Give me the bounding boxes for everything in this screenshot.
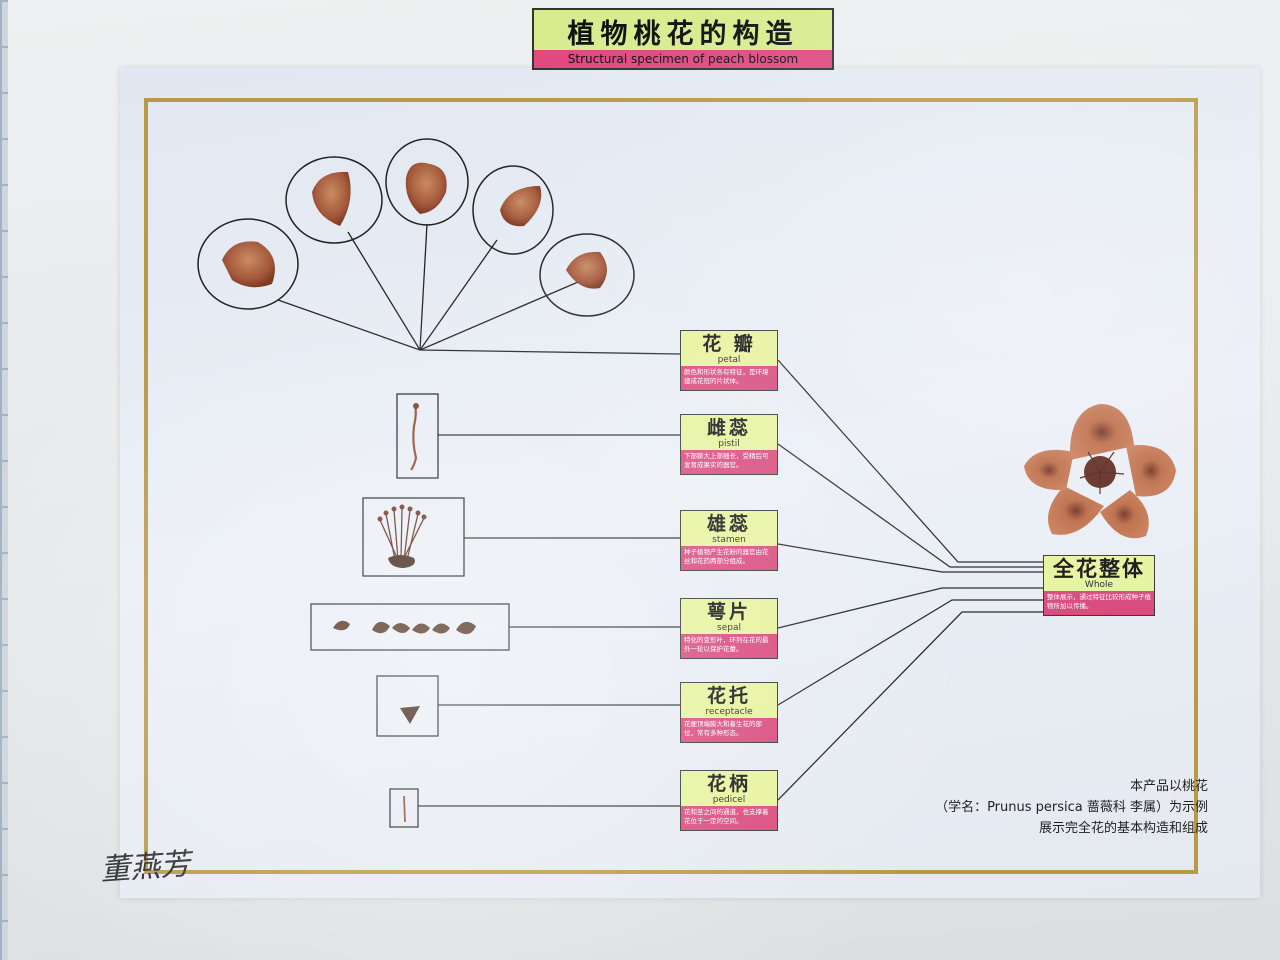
petal-frame-4 — [472, 165, 554, 255]
petal-specimens — [197, 138, 635, 317]
label-stamen: 雄蕊 stamen 种子植物产生花粉的器官由花丝和花药两部分组成。 — [680, 510, 778, 571]
title-en: Structural specimen of peach blossom — [534, 50, 832, 68]
label-pistil-cn: 雌蕊 — [706, 417, 751, 439]
label-whole-en: Whole — [1084, 580, 1114, 590]
petal-specimen-2 — [312, 171, 351, 226]
petal-specimen-5 — [566, 251, 607, 289]
label-pedicel: 花柄 pedicel 花和茎之间的通道，也支撑着花位于一定的空间。 — [680, 770, 778, 831]
pistil-specimen-group — [396, 393, 680, 479]
label-pedicel-cn: 花柄 — [706, 773, 751, 795]
label-stamen-desc: 种子植物产生花粉的器官由花丝和花药两部分组成。 — [681, 546, 777, 570]
petal-specimen-1 — [222, 241, 275, 288]
receptacle-specimen — [400, 706, 420, 724]
sepal-specimens — [333, 620, 476, 635]
petal-frame-3 — [385, 138, 469, 226]
label-pistil-en: pistil — [718, 439, 740, 449]
label-receptacle: 花托 receptacle 花梗顶端膨大和着生花的部位，常有多种形态。 — [680, 682, 778, 743]
pistil-frame — [396, 393, 439, 479]
title-plate: 植物桃花的构造 Structural specimen of peach blo… — [532, 8, 834, 70]
label-sepal: 萼片 sepal 特化的变形叶，环列在花的最外一轮以保护花蕾。 — [680, 598, 778, 659]
petal-frame-1 — [197, 218, 299, 310]
label-receptacle-desc: 花梗顶端膨大和着生花的部位，常有多种形态。 — [681, 718, 777, 742]
label-whole: 全花整体 Whole 整体展示，通过特征比较形成种子植物所加以传播。 — [1043, 555, 1155, 616]
label-whole-cn: 全花整体 — [1053, 557, 1145, 581]
whole-flower-specimen — [1024, 404, 1176, 539]
footnote-line-1: 本产品以桃花 — [1129, 779, 1208, 794]
label-pistil: 雌蕊 pistil 下部膨大上部细长，受精后可发育成果实的器官。 — [680, 414, 778, 475]
label-petal-desc: 颜色和形状各有特征，是环境建成花冠的片状体。 — [681, 366, 777, 390]
whole-connector-lines — [777, 359, 1043, 801]
handwritten-signature: 董燕芳 — [99, 846, 192, 889]
label-pedicel-en: pedicel — [712, 795, 746, 805]
label-petal-cn: 花 瓣 — [702, 333, 756, 355]
petal-specimen-4 — [500, 186, 542, 227]
label-receptacle-cn: 花托 — [706, 685, 751, 707]
label-petal: 花 瓣 petal 颜色和形状各有特征，是环境建成花冠的片状体。 — [680, 330, 778, 391]
stamen-specimen-group — [362, 497, 680, 577]
label-receptacle-en: receptacle — [705, 707, 753, 717]
petal-frame-2 — [285, 156, 383, 244]
label-stamen-en: stamen — [712, 535, 746, 545]
label-sepal-en: sepal — [717, 623, 741, 633]
title-cn: 植物桃花的构造 — [567, 19, 799, 50]
label-sepal-desc: 特化的变形叶，环列在花的最外一轮以保护花蕾。 — [681, 634, 777, 658]
gold-frame — [144, 98, 1198, 874]
label-stamen-cn: 雄蕊 — [706, 513, 751, 535]
label-pedicel-desc: 花和茎之间的通道，也支撑着花位于一定的空间。 — [681, 806, 777, 830]
footnote-line-2: （学名：Prunus persica 蔷薇科 李属）为示例 — [935, 800, 1208, 815]
petal-fan-lines — [277, 223, 681, 355]
pedicel-specimen-group — [389, 788, 680, 828]
specimen-sheet — [120, 68, 1260, 898]
footnote: 本产品以桃花 （学名：Prunus persica 蔷薇科 李属）为示例 展示完… — [935, 776, 1208, 839]
receptacle-frame — [376, 675, 439, 737]
label-whole-desc: 整体展示，通过特征比较形成种子植物所加以传播。 — [1044, 591, 1154, 615]
label-pistil-desc: 下部膨大上部细长，受精后可发育成果实的器官。 — [681, 450, 777, 474]
stamen-frame — [362, 497, 465, 577]
receptacle-specimen-group — [376, 675, 680, 737]
label-petal-en: petal — [717, 355, 741, 365]
pistil-specimen — [410, 403, 418, 471]
sepal-specimen-group — [310, 603, 680, 651]
footnote-line-3: 展示完全花的基本构造和组成 — [1038, 821, 1208, 836]
pedicel-specimen — [403, 795, 406, 823]
stamen-specimen — [379, 507, 425, 563]
label-sepal-cn: 萼片 — [706, 601, 751, 623]
pedicel-frame — [389, 788, 419, 828]
petal-frame-5 — [539, 233, 635, 317]
petal-specimen-3 — [405, 162, 447, 214]
